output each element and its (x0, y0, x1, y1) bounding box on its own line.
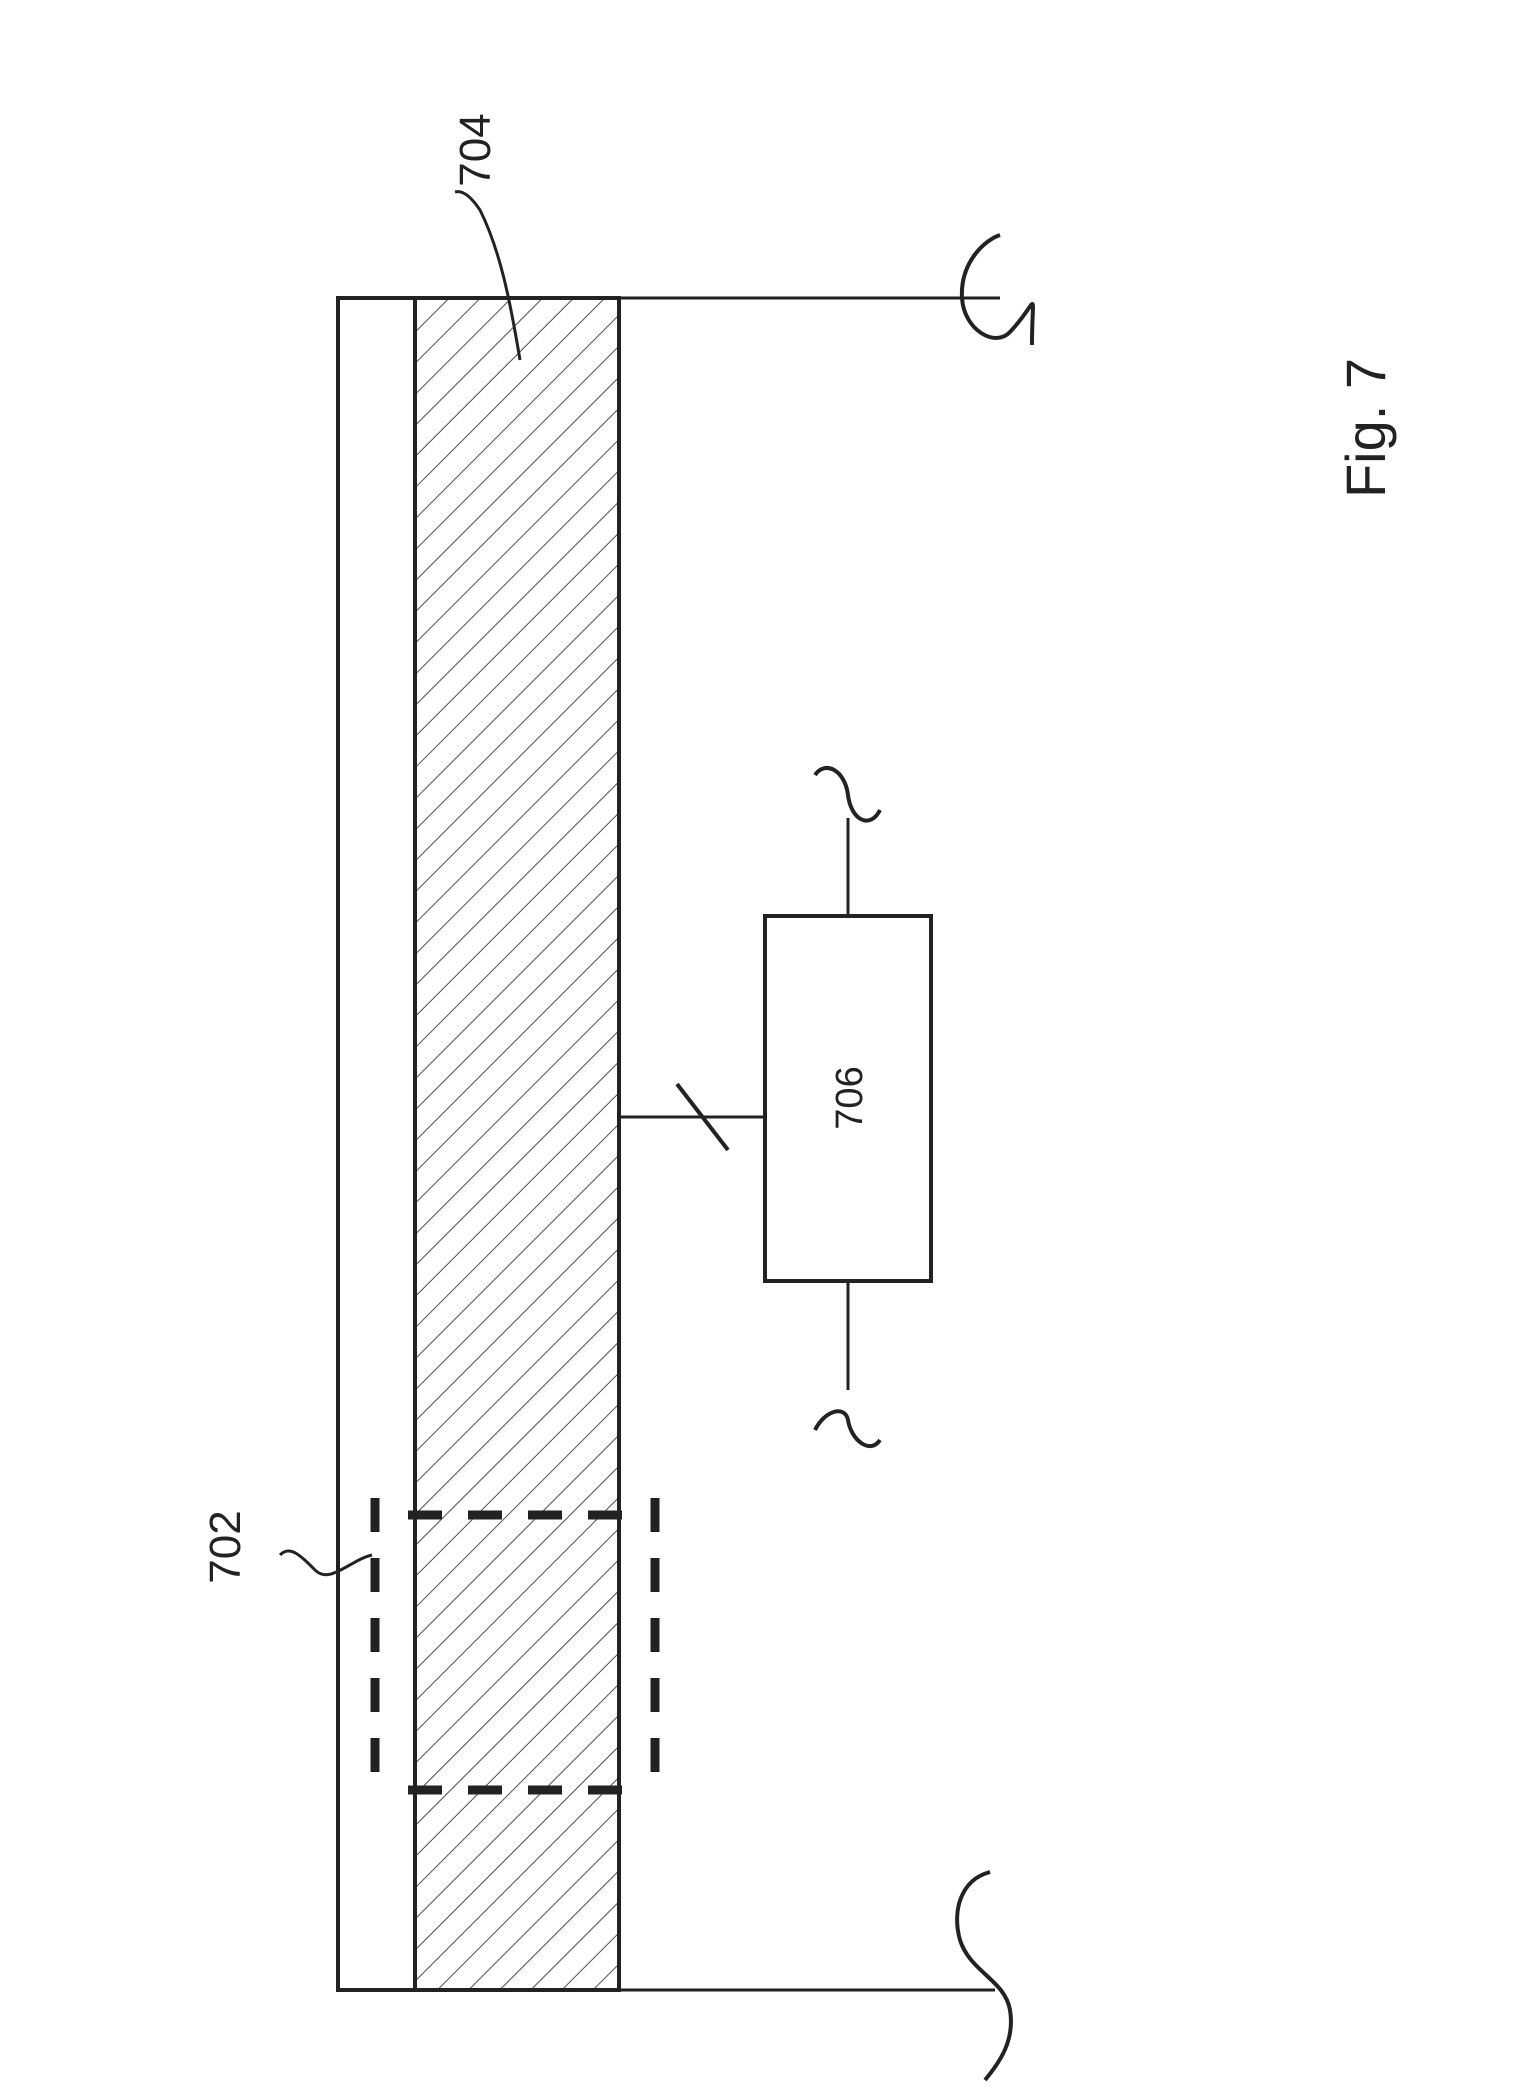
left-break-symbol (957, 1872, 1011, 2080)
hatched-layer-704 (415, 298, 619, 1990)
figure-caption: Fig. 7 (1334, 358, 1397, 498)
label-706: 706 (829, 1066, 871, 1129)
label-702: 702 (201, 1510, 250, 1583)
controller-right-break (815, 768, 880, 821)
top-layer (338, 298, 415, 1990)
right-break-symbol (962, 235, 1033, 345)
controller-left-break (815, 1411, 880, 1446)
label-704: 704 (451, 113, 500, 186)
